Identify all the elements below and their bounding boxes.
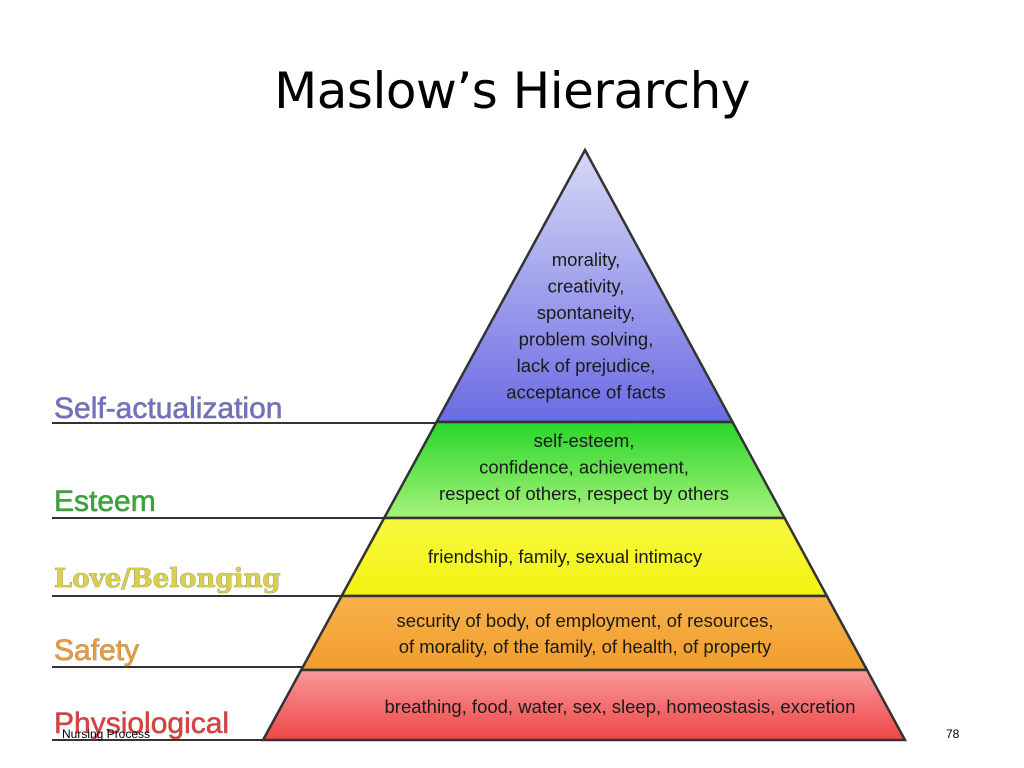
band-text-safety: security of body, of employment, of reso… (396, 610, 773, 631)
level-names: Self-actualizationEsteemLove/BelongingSa… (54, 392, 283, 741)
pyramid-band-physiological (260, 668, 908, 742)
level-name-physiological: Physiological (54, 707, 229, 740)
pyramid-bands (260, 147, 908, 742)
level-divider-lines (52, 422, 439, 741)
slide-title: Maslow’s Hierarchy (274, 62, 750, 120)
pyramid-band-safety (299, 594, 870, 672)
page-number: 78 (946, 727, 960, 741)
band-text-self-actualization: creativity, (548, 276, 625, 297)
band-text-self-actualization: spontaneity, (537, 302, 635, 323)
band-text-esteem: confidence, achievement, (479, 457, 689, 478)
band-text-self-actualization: problem solving, (519, 329, 654, 350)
footer-label: Nursing Process (62, 727, 151, 741)
band-text-self-actualization: acceptance of facts (506, 382, 665, 403)
pyramid-band-texts: morality, creativity, spontaneity, problem … (385, 249, 856, 717)
band-text-esteem: self-esteem, (534, 430, 635, 451)
level-name-safety: Safety (54, 634, 139, 667)
level-name-esteem: Esteem (54, 485, 156, 518)
level-name-love-belonging: Love/Belonging (54, 564, 281, 594)
band-text-self-actualization: morality, (552, 249, 621, 270)
band-text-love-belonging: friendship, family, sexual intimacy (428, 546, 703, 567)
band-text-esteem: respect of others, respect by others (439, 483, 729, 504)
band-text-self-actualization: lack of prejudice, (517, 355, 656, 376)
level-name-self-actualization: Self-actualization (54, 392, 282, 425)
band-text-physiological: breathing, food, water, sex, sleep, home… (385, 696, 856, 717)
band-text-safety: of morality, of the family, of health, o… (399, 636, 772, 657)
